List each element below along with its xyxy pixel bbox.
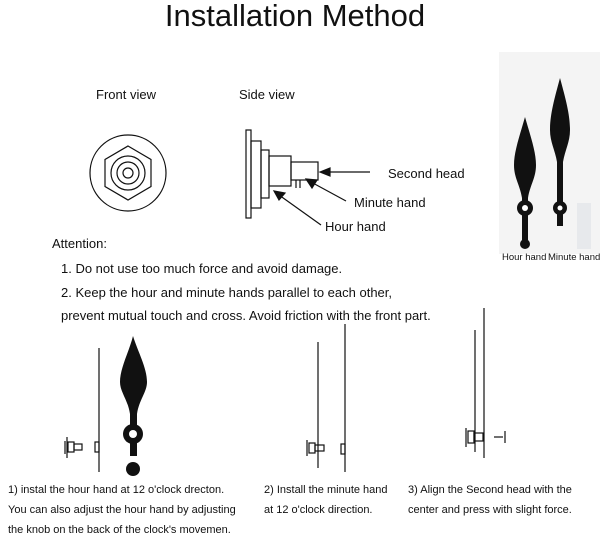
step2-line-1: 2) Install the minute hand: [264, 484, 388, 496]
callout-hour-hand: Hour hand: [325, 219, 386, 234]
attention-line-2: 2. Keep the hour and minute hands parall…: [61, 285, 393, 300]
step1-line-1: 1) instal the hour hand at 12 o'clock dr…: [8, 484, 225, 496]
callout-minute-hand: Minute hand: [354, 195, 426, 210]
step3-line-1: 3) Align the Second head with the: [408, 484, 572, 496]
front-view-drawing: [89, 134, 167, 212]
side-view-label: Side view: [239, 87, 295, 102]
photo-label-hour-hand: Hour hand: [502, 252, 547, 263]
step3-drawing: [465, 308, 506, 458]
step2-caption: 2) Install the minute hand at 12 o'clock…: [264, 480, 404, 520]
photo-label-minute-hand: Minute hand: [548, 252, 600, 263]
attention-heading: Attention:: [52, 236, 107, 251]
step1-line-3: the knob on the back of the clock's move…: [8, 524, 231, 536]
step1-caption: 1) instal the hour hand at 12 o'clock dr…: [8, 480, 258, 540]
step2-line-2: at 12 o'clock direction.: [264, 504, 373, 516]
side-view-drawing: [245, 129, 370, 226]
step1-drawing: [64, 348, 100, 472]
callout-second-head: Second head: [388, 166, 465, 181]
step2-drawing: [306, 324, 346, 472]
attention-line-3: prevent mutual touch and cross. Avoid fr…: [61, 308, 431, 323]
step1-hour-hand: [120, 336, 147, 476]
step3-caption: 3) Align the Second head with the center…: [408, 480, 596, 520]
step1-line-2: You can also adjust the hour hand by adj…: [8, 504, 236, 516]
front-view-label: Front view: [96, 87, 156, 102]
attention-line-1: 1. Do not use too much force and avoid d…: [61, 261, 343, 276]
page-title: Installation Method: [164, 0, 426, 33]
step3-line-2: center and press with slight force.: [408, 504, 572, 516]
product-photo: [499, 52, 600, 254]
